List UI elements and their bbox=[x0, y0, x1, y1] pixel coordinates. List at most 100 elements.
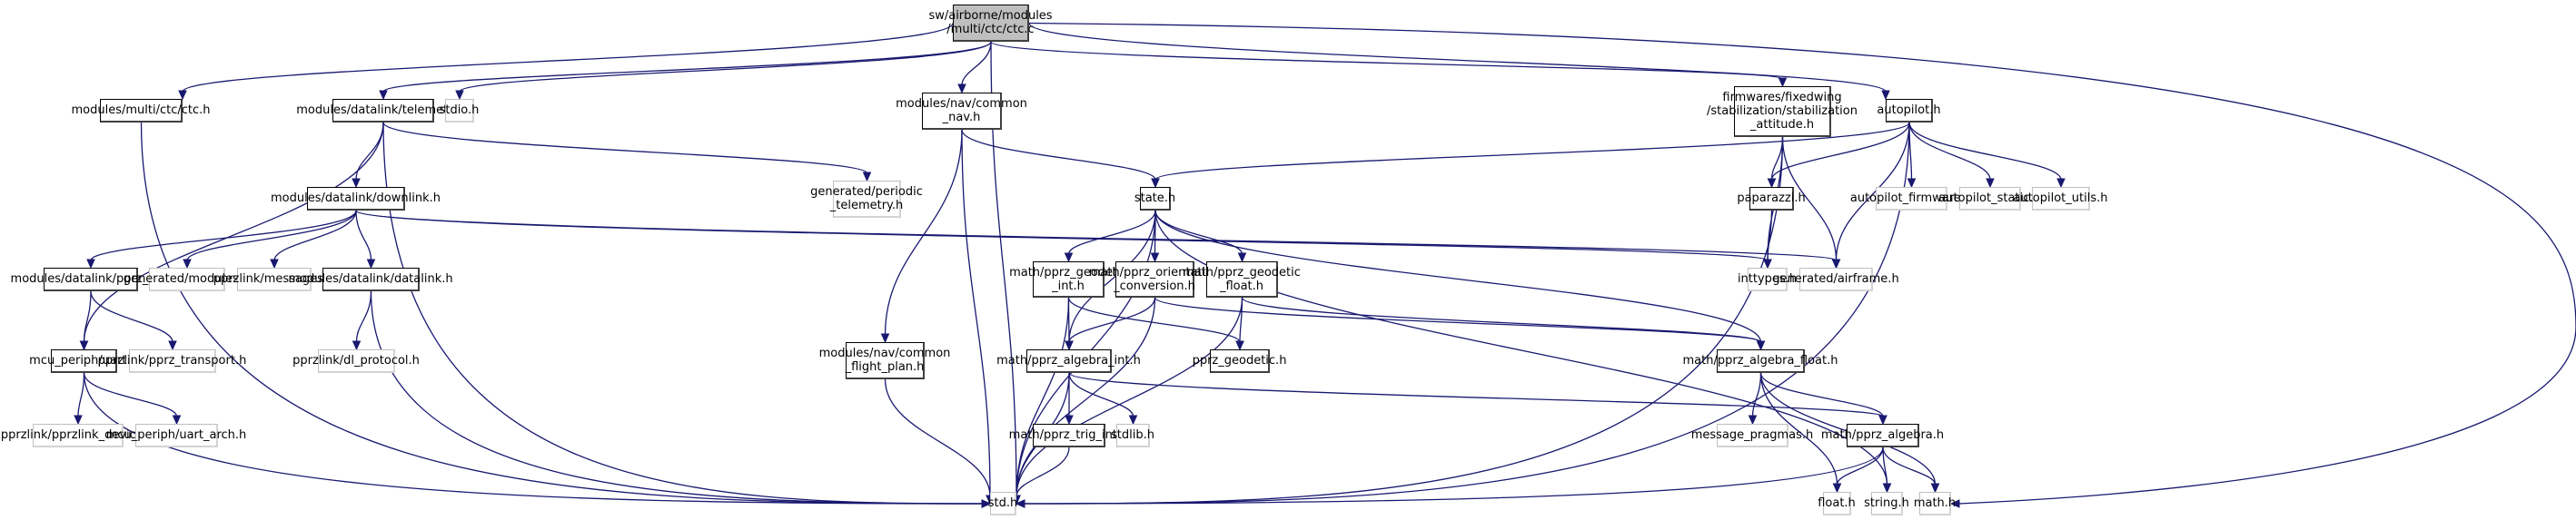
edge-common-nav-h-to-state-h bbox=[961, 129, 1156, 181]
node-flight-plan-h[interactable]: modules/nav/common _flight_plan.h bbox=[819, 342, 950, 379]
node-ctc-h[interactable]: modules/multi/ctc/ctc.h bbox=[72, 99, 211, 123]
edge-downlink-h-to-airframe-h bbox=[355, 210, 1838, 261]
node-algebra-int-h[interactable]: math/pprz_algebra_int.h bbox=[996, 349, 1141, 373]
edge-ctc-h-to-std-h bbox=[140, 122, 984, 505]
arrowhead-icon bbox=[957, 83, 966, 94]
node-ap-utils-h: autopilot_utils.h bbox=[2014, 187, 2108, 211]
edge-root-to-stdio-h bbox=[459, 41, 992, 93]
arrowhead-icon bbox=[1151, 178, 1160, 189]
node-common-nav-h[interactable]: modules/nav/common _nav.h bbox=[896, 93, 1027, 130]
edge-autopilot-h-to-ap-static-h bbox=[1908, 122, 1991, 181]
edge-paparazzi-h-to-inttypes-h bbox=[1767, 210, 1773, 261]
node-pprz-geodetic-h[interactable]: pprz_geodetic.h bbox=[1193, 349, 1286, 373]
arrowhead-icon bbox=[2056, 178, 2066, 189]
edge-uart-h-to-std-h bbox=[83, 372, 984, 505]
arrowhead-icon bbox=[1150, 252, 1160, 263]
arrowhead-icon bbox=[1064, 252, 1074, 263]
edge-algebra-float-h-to-float-h bbox=[1759, 372, 1838, 486]
arrowhead-icon bbox=[1930, 483, 1940, 494]
arrowhead-icon bbox=[172, 415, 182, 426]
edge-common-nav-h-to-std-h bbox=[961, 129, 991, 497]
edge-state-h-to-algebra-float-h bbox=[1154, 210, 1762, 343]
node-pprz-dl-h[interactable]: modules/datalink/pprz_dl.h bbox=[11, 268, 170, 291]
node-inttypes-h: inttypes.h bbox=[1738, 268, 1797, 291]
edge-stab-att-h-to-airframe-h bbox=[1781, 136, 1838, 261]
node-std-h: std.h bbox=[988, 492, 1017, 515]
edge-pprz-dl-h-to-uart-h bbox=[83, 290, 92, 343]
arrowhead-icon bbox=[1986, 178, 1995, 189]
node-math-h: math.h bbox=[1914, 492, 1956, 515]
edge-telemetry-h-to-std-h bbox=[382, 122, 984, 505]
edge-pprz-algebra-h-to-std-h bbox=[1023, 446, 1884, 505]
node-stdlib-h: stdlib.h bbox=[1111, 424, 1154, 447]
edge-algebra-float-h-to-message-pragmas-h bbox=[1751, 372, 1762, 417]
node-state-h[interactable]: state.h bbox=[1134, 187, 1175, 211]
arrowhead-icon bbox=[1949, 499, 1960, 508]
node-periodic-tel-h: generated/periodic _telemetry.h bbox=[810, 181, 923, 218]
arrowhead-icon bbox=[1882, 483, 1892, 494]
edge-root-to-autopilot-h bbox=[1028, 22, 1887, 93]
edge-pprz-algebra-h-to-string-h bbox=[1882, 446, 1888, 486]
arrowhead-icon bbox=[1778, 77, 1788, 88]
edge-geodetic-float-h-to-algebra-float-h bbox=[1241, 297, 1762, 343]
node-stdio-h: stdio.h bbox=[440, 99, 479, 123]
edge-downlink-h-to-pprz-dl-h bbox=[90, 210, 357, 261]
node-stab-att-h[interactable]: firmwares/fixedwing /stabilization/stabi… bbox=[1707, 86, 1858, 137]
edge-downlink-h-to-gen-modules-h bbox=[186, 210, 357, 261]
arrowhead-icon bbox=[79, 340, 89, 351]
arrowhead-icon bbox=[74, 415, 83, 426]
edge-trig-int-h-to-std-h bbox=[1016, 446, 1070, 497]
arrowhead-icon bbox=[379, 90, 388, 101]
node-string-h: string.h bbox=[1864, 492, 1909, 515]
node-algebra-float-h[interactable]: math/pprz_algebra_float.h bbox=[1683, 349, 1838, 373]
edge-geodetic-float-h-to-std-h bbox=[1016, 297, 1243, 497]
arrowhead-icon bbox=[270, 259, 279, 270]
edge-uart-h-to-uart-arch-h bbox=[83, 372, 178, 417]
edge-root-to-telemetry-h bbox=[382, 41, 992, 93]
arrowhead-icon bbox=[1065, 415, 1074, 426]
edge-pprz-dl-h-to-pprz-transport-h bbox=[90, 290, 173, 343]
arrowhead-icon bbox=[1237, 252, 1247, 263]
edge-root-to-ctc-h bbox=[182, 23, 954, 93]
node-dl-protocol-h: pprzlink/dl_protocol.h bbox=[292, 349, 420, 373]
node-ap-firmware-h: autopilot_firmware.h bbox=[1850, 187, 1972, 211]
arrowhead-icon bbox=[981, 499, 992, 508]
node-telemetry-h[interactable]: modules/datalink/telemetry.h bbox=[296, 99, 470, 123]
node-paparazzi-h[interactable]: paparazzi.h bbox=[1737, 187, 1806, 211]
edge-common-nav-h-to-flight-plan-h bbox=[884, 129, 963, 336]
node-ap-static-h: autopilot_static.h bbox=[1938, 187, 2041, 211]
arrowhead-icon bbox=[352, 340, 362, 351]
arrowhead-icon bbox=[1756, 340, 1766, 351]
edge-pprz-algebra-h-to-math-h bbox=[1882, 446, 1937, 486]
node-pprz-algebra-h[interactable]: math/pprz_algebra.h bbox=[1821, 424, 1944, 447]
node-geodetic-float-h[interactable]: math/pprz_geodetic _float.h bbox=[1183, 261, 1301, 298]
node-pprzlink-device-h: pprzlink/pprzlink_device.h bbox=[1, 424, 154, 447]
node-float-h: float.h bbox=[1818, 492, 1856, 515]
arrowhead-icon bbox=[86, 259, 95, 270]
edge-state-h-to-string-h bbox=[1154, 210, 1888, 486]
arrowhead-icon bbox=[366, 259, 376, 270]
node-autopilot-h[interactable]: autopilot.h bbox=[1877, 99, 1941, 123]
arrowhead-icon bbox=[1878, 415, 1887, 426]
node-geodetic-int-h[interactable]: math/pprz_geodetic _int.h bbox=[1009, 261, 1127, 298]
arrowhead-icon bbox=[178, 90, 187, 101]
edge-uart-h-to-pprzlink-device-h bbox=[77, 372, 85, 417]
edge-state-h-to-geodetic-float-h bbox=[1154, 210, 1243, 255]
node-root[interactable]: sw/airborne/modules /multi/ctc/ctc.c bbox=[928, 5, 1053, 42]
edge-root-to-common-nav-h bbox=[961, 41, 992, 86]
node-trig-int-h[interactable]: math/pprz_trig_int.h bbox=[1009, 424, 1128, 447]
edge-autopilot-h-to-state-h bbox=[1154, 122, 1910, 181]
edge-autopilot-h-to-paparazzi-h bbox=[1770, 122, 1910, 181]
arrowhead-icon bbox=[1128, 415, 1138, 426]
node-orient-conv-h[interactable]: math/pprz_orientation _conversion.h bbox=[1089, 261, 1220, 298]
node-downlink-h[interactable]: modules/datalink/downlink.h bbox=[271, 187, 441, 211]
arrowhead-icon bbox=[1907, 178, 1917, 189]
edge-telemetry-h-to-downlink-h bbox=[355, 122, 384, 181]
edge-orient-conv-h-to-algebra-int-h bbox=[1068, 297, 1156, 343]
node-datalink-h[interactable]: modules/datalink/datalink.h bbox=[288, 268, 453, 291]
edge-autopilot-h-to-std-h bbox=[1023, 122, 1910, 505]
node-uart-h[interactable]: mcu_periph/uart.h bbox=[29, 349, 138, 373]
arrowhead-icon bbox=[1832, 483, 1842, 494]
edge-autopilot-h-to-airframe-h bbox=[1835, 122, 1910, 261]
